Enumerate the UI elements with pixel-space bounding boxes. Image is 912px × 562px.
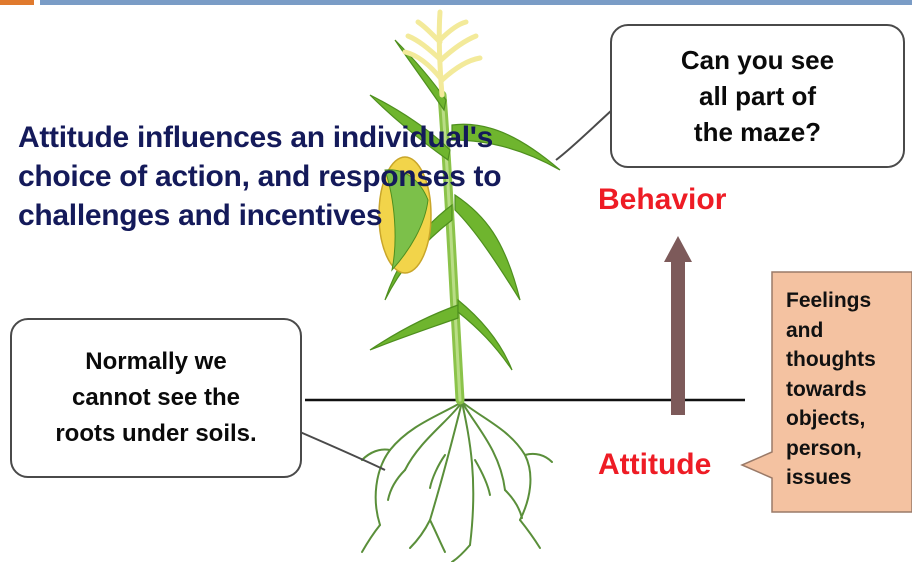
roots-note-bubble: Normally we cannot see the roots under s… — [10, 318, 302, 478]
corn-cob — [378, 156, 432, 274]
plant-roots — [361, 401, 553, 562]
callout-line: towards — [786, 377, 867, 401]
behavior-label: Behavior — [598, 183, 727, 216]
callout-line: thoughts — [786, 348, 876, 371]
maze-bubble-pointer — [555, 109, 613, 161]
callout-line: and — [786, 318, 824, 342]
callout-line: Feelings — [786, 289, 872, 312]
maze-question-bubble: Can you see all part of the maze? — [610, 24, 905, 168]
roots-bubble-line: roots under soils. — [55, 420, 257, 447]
attitude-to-behavior-arrow — [664, 236, 692, 415]
plant-tassel — [402, 9, 483, 98]
roots-bubble-line: cannot see the — [71, 384, 241, 411]
roots-bubble-line: Normally we — [85, 348, 227, 375]
maze-bubble-line: the maze? — [693, 117, 822, 147]
callout-line: person, — [786, 436, 862, 460]
plant-leaves — [369, 39, 561, 371]
roots-bubble-pointer — [299, 431, 386, 471]
attitude-label: Attitude — [598, 448, 712, 481]
top-accent-bar-orange — [0, 0, 34, 5]
maze-bubble-line: all part of — [698, 81, 816, 111]
feelings-callout-shape — [740, 271, 912, 513]
feelings-callout-text: Feelings and thoughts towards objects, p… — [786, 286, 912, 493]
maze-bubble-line: Can you see — [680, 45, 835, 75]
top-accent-bar-blue — [40, 0, 912, 5]
callout-line: issues — [786, 466, 852, 489]
callout-line: objects, — [786, 407, 866, 430]
main-statement: Attitude influences an individual's choi… — [18, 121, 502, 232]
